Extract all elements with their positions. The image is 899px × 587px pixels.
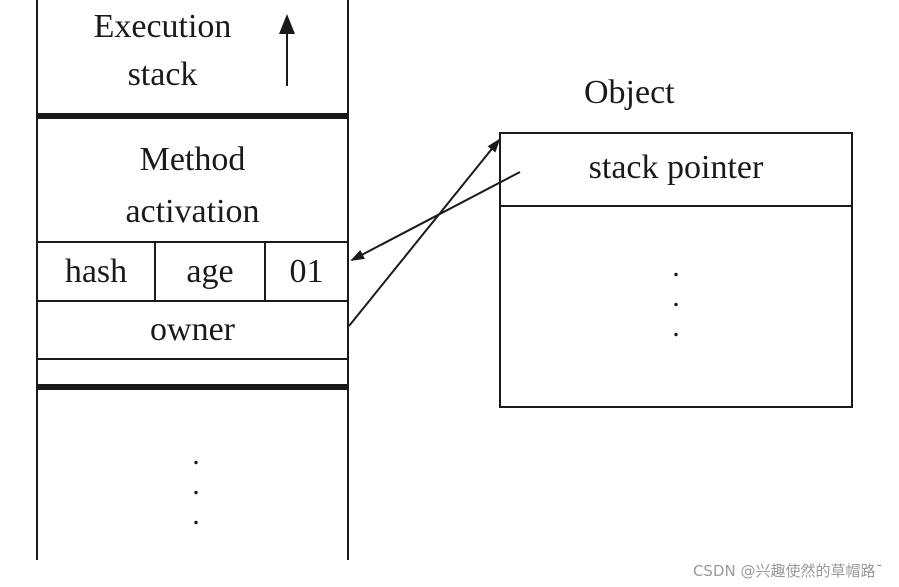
stack-growth-arrow-shaft: [286, 24, 288, 86]
stack-growth-arrow-icon: [279, 14, 295, 34]
method-activation-label: Method activation: [38, 143, 347, 229]
object-dot: .: [672, 250, 680, 283]
method-activation-line2: activation: [125, 193, 260, 230]
method-activation-line1: Method: [139, 141, 246, 178]
stack-left-border: [36, 0, 38, 560]
owner-to-object-arrow: [348, 138, 501, 327]
stack-dot: .: [192, 498, 200, 531]
stack-top-divider: [36, 113, 349, 119]
object-dot: .: [672, 310, 680, 343]
cell-hash: hash: [64, 253, 128, 290]
owner-field: owner: [150, 311, 235, 348]
object-ellipsis: . . .: [656, 252, 696, 342]
stack-title: Execution stack: [40, 10, 285, 92]
lock-word-bottom-border: [36, 300, 349, 302]
stack-dot: .: [192, 468, 200, 501]
cell-divider-2: [264, 241, 266, 301]
object-header-divider: [501, 205, 851, 207]
stack-ellipsis: . . .: [176, 440, 216, 530]
cell-lock-bits: 01: [289, 253, 324, 290]
object-stack-pointer: stack pointer: [588, 149, 764, 186]
stack-pointer-to-lock-arrow: [350, 171, 521, 261]
watermark: CSDN @兴趣使然的草帽路¯: [692, 562, 883, 580]
stack-title-line2: stack: [127, 56, 198, 93]
cell-age: age: [186, 253, 234, 290]
object-label: Object: [584, 74, 675, 111]
owner-bottom-border: [36, 358, 349, 360]
lock-word-top-border: [36, 241, 349, 243]
stack-frame-divider: [36, 384, 349, 390]
object-dot: .: [672, 280, 680, 313]
stack-dot: .: [192, 438, 200, 471]
stack-title-line1: Execution: [93, 8, 232, 45]
cell-divider-1: [154, 241, 156, 301]
stack-right-border: [347, 0, 349, 560]
object-box: stack pointer . . .: [499, 132, 853, 408]
